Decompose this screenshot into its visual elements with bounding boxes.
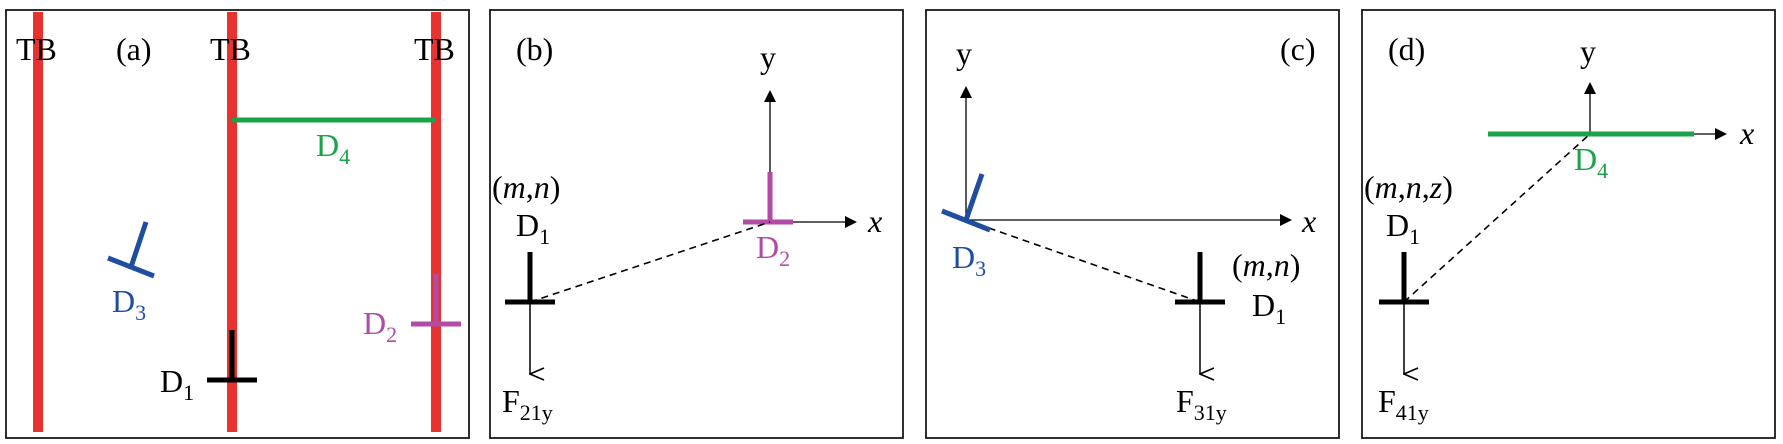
d1-label-d: D1 (1386, 207, 1420, 249)
dislocation-d3-symbol-c (941, 173, 991, 233)
d2-label-b: D2 (756, 229, 790, 271)
d4-label-a: D4 (316, 127, 350, 169)
force-label-c: F31y (1176, 383, 1227, 425)
x-axis-label-c: x (1301, 203, 1316, 239)
dislocation-d2-symbol (411, 274, 461, 327)
panel-c: (c) y x D3 (m,n) D1 F31y (925, 9, 1340, 439)
force-label-b: F21y (502, 383, 553, 425)
panel-a: TB (a) TB TB D4 D3 D2 D1 (5, 9, 470, 439)
dislocation-d1-symbol (207, 330, 257, 383)
d1-label-b: D1 (516, 207, 550, 249)
panel-b: (b) y x D2 (m,n) D1 F21y (489, 9, 904, 439)
coord-label-c: (m,n) (1232, 247, 1300, 283)
connection-line-c (965, 219, 1201, 303)
coord-label-b: (m,n) (492, 169, 560, 205)
tb-label-right: TB (414, 31, 455, 67)
coord-label-d: (m,n,z) (1364, 169, 1453, 205)
y-axis-label-c: y (956, 35, 972, 71)
d1-label-c: D1 (1252, 287, 1286, 329)
dislocation-d3-symbol (107, 221, 155, 279)
panel-c-frame (925, 9, 1340, 439)
dislocation-d1-symbol-b (505, 252, 555, 305)
panel-d: (d) y x D4 (m,n,z) D1 F41y (1361, 9, 1776, 439)
d2-label-a: D2 (363, 305, 397, 347)
x-axis-label-d: x (1739, 115, 1754, 151)
d1-label-a: D1 (160, 363, 194, 405)
dislocation-d1-symbol-d (1379, 252, 1429, 305)
d3-label-a: D3 (112, 283, 146, 325)
panel-d-tag: (d) (1388, 31, 1425, 67)
panel-b-tag: (b) (516, 31, 553, 67)
panel-b-frame (489, 9, 904, 439)
panel-a-tag: (a) (116, 31, 152, 67)
panel-d-frame (1361, 9, 1776, 439)
force-label-d: F41y (1378, 383, 1429, 425)
connection-line-d (1403, 133, 1591, 303)
d3-label-c: D3 (952, 239, 986, 281)
dislocation-d2-symbol-b (743, 172, 793, 225)
x-axis-label-b: x (867, 203, 882, 239)
y-axis-label-d: y (1580, 33, 1596, 69)
tb-label-middle: TB (210, 31, 251, 67)
tb-label-left: TB (16, 31, 57, 67)
dislocation-d1-symbol-c (1175, 252, 1225, 305)
y-axis-label-b: y (760, 39, 776, 75)
panel-c-tag: (c) (1280, 31, 1316, 67)
connection-line-b (529, 221, 771, 303)
d4-label-d: D4 (1574, 141, 1608, 183)
panel-a-frame (5, 9, 470, 439)
